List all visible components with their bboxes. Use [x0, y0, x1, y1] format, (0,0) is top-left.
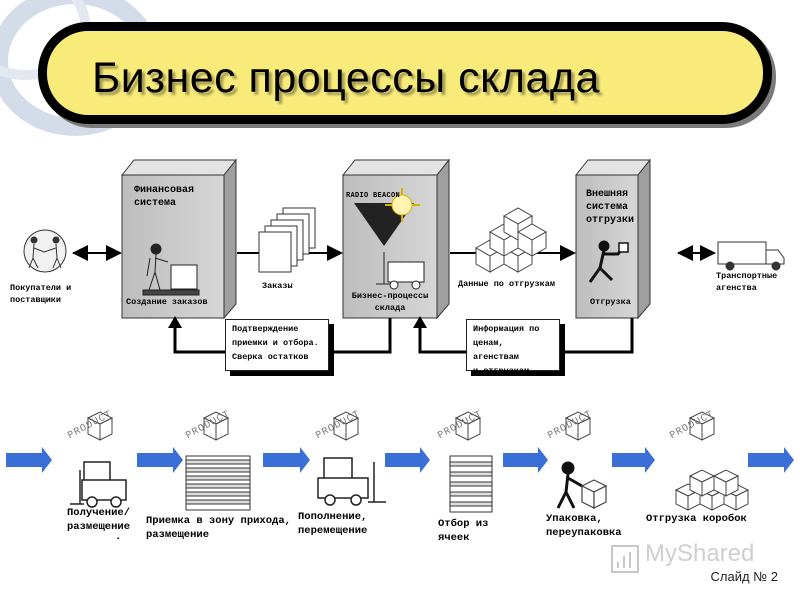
external-shipping-box: [574, 158, 652, 320]
buyers-icon: [23, 229, 67, 273]
forklift-icon-1: [70, 461, 127, 508]
step-label-1: Получение/ размещение: [66, 507, 130, 533]
financial-system-box: [120, 158, 238, 320]
arrowhead-left: [168, 316, 182, 328]
cube-stack-top: [474, 207, 548, 273]
step-label-2: Приемка в зону прихода, размещение: [146, 515, 291, 541]
step-label-3: Пополнение, перемещение: [298, 511, 368, 537]
arrowhead-right: [413, 316, 427, 328]
note-confirmation-line-1: Подтверждение: [232, 324, 299, 334]
product-boxes: [86, 411, 716, 441]
orders-label: Заказы: [262, 281, 293, 291]
radio-beacon-icon: [354, 188, 420, 246]
financial-system-title: Финансовая система: [134, 185, 195, 209]
watermark-logo-icon: [611, 545, 639, 573]
title-banner: [38, 22, 772, 124]
watermark-text: MyShared: [645, 540, 755, 567]
blue-arrows: [6, 447, 794, 473]
step-label-4: Отбор из ячеек: [438, 518, 489, 544]
note-pricing-line-2: ценам, агенствам: [473, 338, 519, 362]
note-confirmation-line-2: приемки и отбора.: [232, 338, 319, 348]
step-label-6: Отгрузка коробок: [646, 513, 747, 525]
orders-stack-icon: [258, 207, 316, 273]
cube-stack-bottom: [674, 469, 750, 511]
step-label-1-dot: .: [115, 531, 122, 543]
note-confirmation-line-3: Сверка остатков: [232, 352, 309, 362]
page-title: Бизнес процессы склада: [92, 54, 600, 102]
external-system-caption: Отгрузка: [590, 297, 631, 307]
note-pricing-line-3: и отгрузкам: [473, 366, 530, 376]
radio-beacon-label: RADIO BEACON: [346, 192, 401, 200]
business-process-label: Бизнес-процессы склада: [351, 291, 429, 313]
clerk-icon: [142, 243, 200, 296]
slide-number: Слайд № 2: [710, 569, 778, 584]
storage-rack-icon-2: [449, 455, 493, 513]
step-label-5: Упаковка, переупаковка: [546, 513, 622, 539]
truck-icon: [717, 241, 785, 271]
forklift-icon-top: [376, 252, 425, 290]
storage-rack-icon-1: [185, 455, 251, 511]
packer-icon: [556, 461, 608, 509]
forklift-icon-2: [317, 457, 386, 506]
shipping-data-label: Данные по отгрузкам: [458, 279, 555, 289]
note-pricing-info: Информация по ценам, агенствам и отгрузк…: [466, 319, 560, 376]
buyers-label: Покупатели и поставщики: [10, 283, 72, 305]
note-confirmation: Подтверждение приемки и отбора. Сверка о…: [225, 319, 329, 371]
transport-label: Транспортные агенства: [716, 271, 778, 293]
business-process-box: [341, 158, 451, 320]
external-system-title: Внешняя система отгрузки: [586, 189, 635, 226]
note-pricing-line-1: Информация по: [473, 324, 540, 334]
financial-system-caption: Создание заказов: [126, 297, 208, 307]
shipper-icon: [588, 240, 629, 283]
